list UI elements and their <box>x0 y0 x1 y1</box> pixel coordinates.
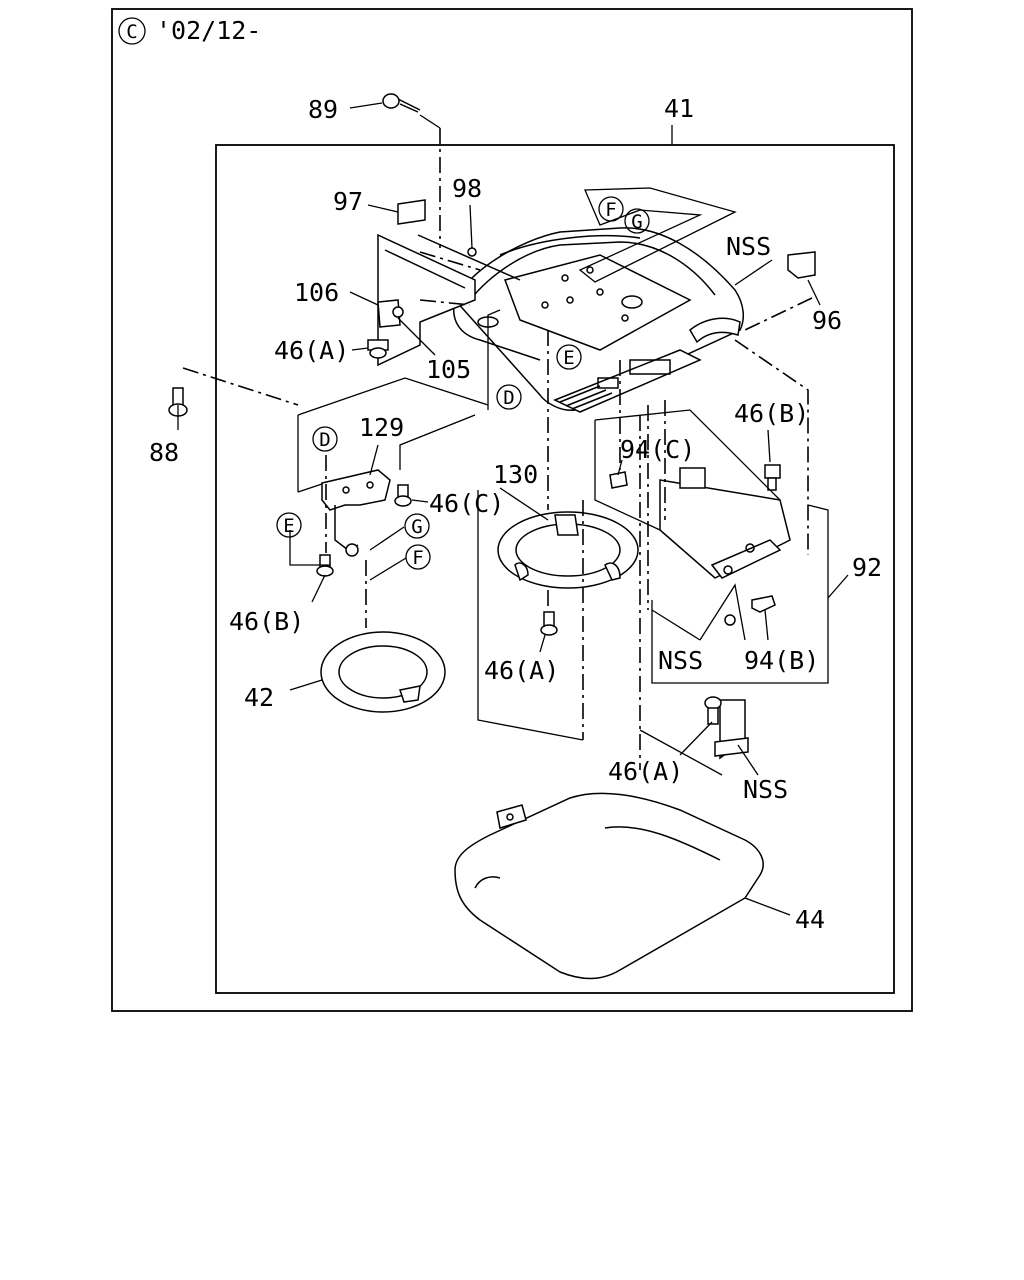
ref-letter: D <box>319 429 330 451</box>
part-44 <box>454 792 764 980</box>
part-46b-right <box>764 464 781 491</box>
label-130: 130 <box>493 460 538 489</box>
ref-letter: G <box>631 211 642 233</box>
ref-letter: G <box>411 516 422 538</box>
copyright-mark: C <box>118 17 146 45</box>
ref-letter: E <box>283 515 294 537</box>
part-46a-low <box>704 696 722 725</box>
ref-circle-e-top: E <box>556 344 582 370</box>
label-nss-mid: NSS <box>658 646 703 675</box>
ref-circle-d-left: D <box>312 426 338 452</box>
label-105: 105 <box>426 355 471 384</box>
ref-circle-e-left: E <box>276 512 302 538</box>
label-46a-mid: 46(A) <box>484 656 559 685</box>
label-89: 89 <box>308 95 338 124</box>
label-46a-low: 46(A) <box>608 757 683 786</box>
part-92 <box>659 467 791 579</box>
ref-circle-d-top: D <box>496 384 522 410</box>
ref-letter: D <box>503 387 514 409</box>
label-92: 92 <box>852 553 882 582</box>
part-89 <box>382 93 421 113</box>
header-code: '02/12- <box>156 16 261 45</box>
part-97 <box>397 199 426 225</box>
part-106 <box>377 299 401 328</box>
ref-letter: F <box>605 199 616 221</box>
label-98: 98 <box>452 174 482 203</box>
label-46c: 46(C) <box>429 489 504 518</box>
label-nss-top: NSS <box>726 232 771 261</box>
part-129 <box>321 469 391 557</box>
part-94c <box>609 471 628 489</box>
ref-circle-g-top: G <box>624 208 650 234</box>
part-96 <box>787 251 816 279</box>
center-lines <box>182 128 813 770</box>
part-nss-mid <box>724 614 736 626</box>
part-98 <box>467 247 477 257</box>
label-94c: 94(C) <box>620 435 695 464</box>
outer-frame <box>111 8 913 1012</box>
label-42: 42 <box>244 683 274 712</box>
label-nss-low: NSS <box>743 775 788 804</box>
label-97: 97 <box>333 187 363 216</box>
part-46a-mid <box>540 611 558 636</box>
copyright-symbol: C <box>126 21 137 43</box>
part-46a-left <box>367 339 389 359</box>
ref-letter: E <box>563 347 574 369</box>
part-42 <box>320 631 446 713</box>
label-41: 41 <box>664 94 694 123</box>
assembly-frame <box>215 144 895 994</box>
ref-circle-g-left: G <box>404 513 430 539</box>
part-105 <box>392 306 404 318</box>
label-88: 88 <box>149 438 179 467</box>
ref-plate-top <box>578 187 737 283</box>
ref-circle-f-left: F <box>405 544 431 570</box>
label-106: 106 <box>294 278 339 307</box>
part-46c <box>394 484 412 507</box>
label-129: 129 <box>359 413 404 442</box>
part-130 <box>497 511 639 589</box>
part-nss-low <box>714 699 749 760</box>
ref-circle-f-top: F <box>598 196 624 222</box>
part-94b <box>751 595 776 613</box>
leader-88 <box>297 377 489 416</box>
label-96: 96 <box>812 306 842 335</box>
label-44: 44 <box>795 905 825 934</box>
ref-letter: F <box>412 547 423 569</box>
label-94b: 94(B) <box>744 646 819 675</box>
label-46a-left: 46(A) <box>274 336 349 365</box>
leader-lines <box>177 102 849 916</box>
label-46b-left: 46(B) <box>229 607 304 636</box>
label-46b-right: 46(B) <box>734 399 809 428</box>
